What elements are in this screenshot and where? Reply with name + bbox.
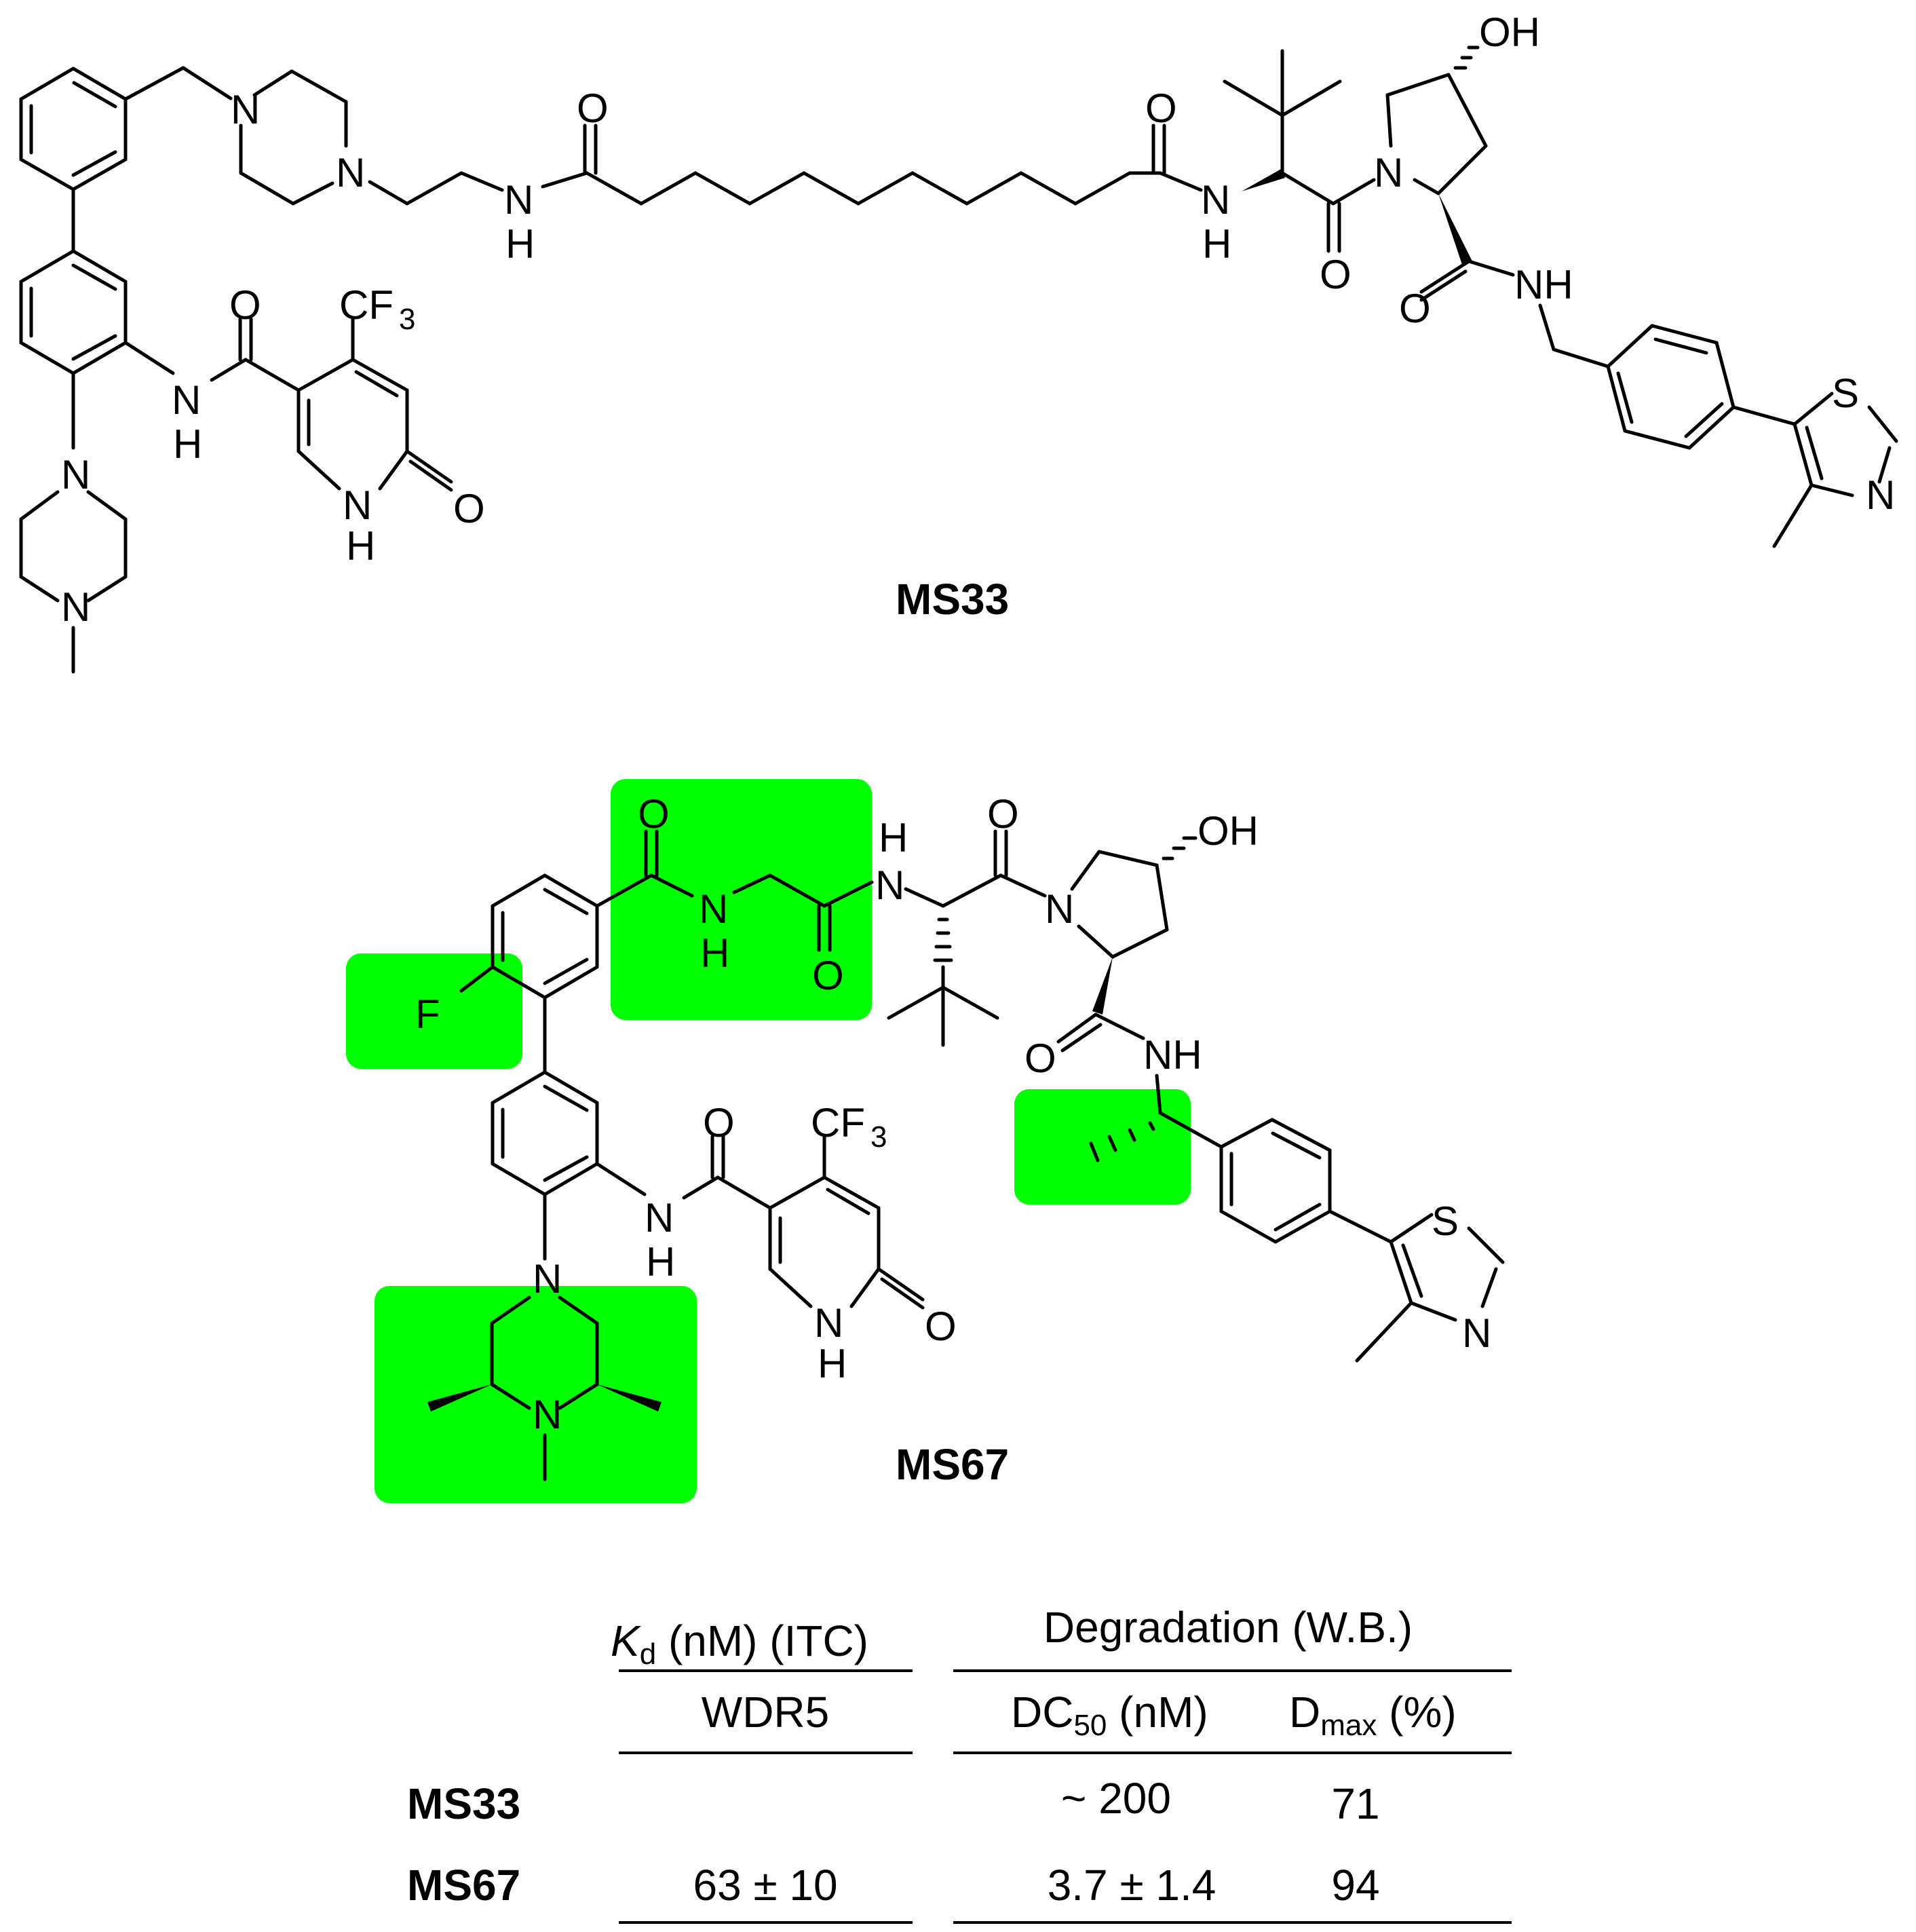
ms67-compound-label: MS67 <box>896 1440 1009 1489</box>
ms67-fluorophenyl-ring <box>491 873 599 1000</box>
highlight-fluorine <box>346 953 522 1069</box>
wdr5-column-header: WDR5 <box>702 1688 829 1737</box>
atom-label: O <box>1399 286 1431 331</box>
atom-label: N <box>504 177 533 223</box>
atom-label: CF <box>811 1100 865 1145</box>
ms67-highlights <box>346 779 1191 1503</box>
atom-label: OH <box>1198 808 1259 854</box>
ms67-pyridone-ring <box>768 1175 881 1308</box>
ms67-benzene-ring-lower <box>491 1070 599 1196</box>
row-dmax: 94 <box>1331 1861 1379 1910</box>
atom-label: N <box>875 863 904 908</box>
atom-label: NH <box>1143 1032 1202 1078</box>
ms33-thiazole-ring <box>1793 392 1898 497</box>
atom-label: OH <box>1479 10 1540 55</box>
ms67-thiazole-ring <box>1389 1213 1505 1322</box>
row-compound: MS33 <box>407 1779 520 1828</box>
atom-label: NH <box>1514 262 1573 307</box>
atom-label: H <box>818 1341 847 1386</box>
atom-label: N <box>336 150 365 195</box>
atom-label: N <box>1866 472 1895 518</box>
ms67-pyrrolidine-ring <box>1070 850 1169 959</box>
ms33-methylpiperazine-ring <box>19 490 128 603</box>
atom-label: N <box>645 1195 674 1240</box>
atom-label: H <box>346 523 375 569</box>
ms67-benzene-ring-right <box>1219 1118 1332 1244</box>
highlight-dimethylpiperazine <box>375 1286 697 1503</box>
atom-label: N <box>1462 1310 1491 1356</box>
ms67-structure: F O N H O N H O N <box>415 791 1505 1481</box>
atom-label: CF <box>339 282 394 328</box>
atom-label: O <box>638 791 670 837</box>
ms67-methyl-hash <box>1089 1121 1155 1162</box>
dmax-column-header: Dmax (%) <box>1289 1688 1457 1742</box>
atom-label: N <box>1201 177 1230 223</box>
atom-label: N <box>61 452 90 497</box>
ms67-hydroxyl-hash <box>1162 836 1198 860</box>
ms67-stereo-hash <box>933 917 953 962</box>
atom-label: F <box>415 991 440 1037</box>
atom-label: O <box>703 1100 735 1145</box>
row-kd: 63 ± 10 <box>693 1861 837 1910</box>
degradation-column-header: Degradation (W.B.) <box>1043 1603 1413 1652</box>
atom-label: S <box>1832 371 1859 416</box>
kd-column-header: Kd (nM) (ITC) <box>611 1616 868 1671</box>
atom-label: O <box>1320 252 1352 297</box>
row-dmax: 71 <box>1331 1779 1379 1828</box>
ms33-compound-label: MS33 <box>896 575 1009 624</box>
atom-label: N <box>343 482 372 528</box>
atom-label: N <box>699 886 728 932</box>
atom-label: H <box>505 221 535 267</box>
atom-label: H <box>1202 221 1231 267</box>
highlight-methyl-benzylic <box>1014 1089 1191 1205</box>
atom-label: H <box>173 421 202 467</box>
ms33-piperazine-ring-top <box>239 69 348 206</box>
atom-label: N <box>1374 150 1403 195</box>
atom-label: N <box>533 1392 562 1437</box>
results-table: Kd (nM) (ITC) Degradation (W.B.) WDR5 DC… <box>407 1603 1512 1924</box>
ms33-benzene-ring-right <box>1606 324 1736 450</box>
atom-label: H <box>879 815 908 860</box>
ms33-structure: N N N H O O N H O N <box>19 10 1898 674</box>
atom-label: N <box>814 1300 843 1346</box>
atom-label: N <box>61 584 90 630</box>
row-compound: MS67 <box>407 1861 520 1910</box>
highlight-glycine-linker <box>611 779 872 1020</box>
atom-label: O <box>1145 86 1177 131</box>
ms33-pyridone-ring <box>296 358 409 491</box>
atom-label: O <box>1024 1036 1056 1081</box>
table-row: MS33 ~ 200 71 <box>407 1774 1380 1828</box>
atom-label: H <box>700 930 729 976</box>
ms67-dimethylpiperazine-ring <box>490 1295 599 1410</box>
atom-label: N <box>231 87 260 132</box>
dc50-column-header: DC50 (nM) <box>1011 1688 1208 1742</box>
row-dc50: 3.7 ± 1.4 <box>1048 1861 1216 1910</box>
atom-label: N <box>533 1256 562 1302</box>
ms33-pyrrolidine-ring <box>1385 73 1488 195</box>
atom-label: S <box>1432 1198 1459 1244</box>
ms33-hydroxyl-hash <box>1453 45 1480 70</box>
atom-label: O <box>987 791 1019 837</box>
atom-label: O <box>229 282 261 328</box>
ms33-benzene-ring-top <box>19 67 128 191</box>
atom-label: H <box>646 1239 675 1285</box>
atom-label: O <box>577 86 609 131</box>
atom-label: O <box>925 1304 957 1349</box>
atom-label: O <box>453 486 485 531</box>
atom-label: O <box>812 953 844 998</box>
atom-label: N <box>172 377 201 423</box>
table-row: MS67 63 ± 10 3.7 ± 1.4 94 <box>407 1861 1380 1910</box>
atom-label: N <box>1045 886 1074 932</box>
ms33-benzene-ring-lower <box>19 249 128 375</box>
atom-label: 3 <box>399 303 415 336</box>
atom-label: 3 <box>870 1120 887 1154</box>
row-dc50: ~ 200 <box>1061 1774 1171 1823</box>
